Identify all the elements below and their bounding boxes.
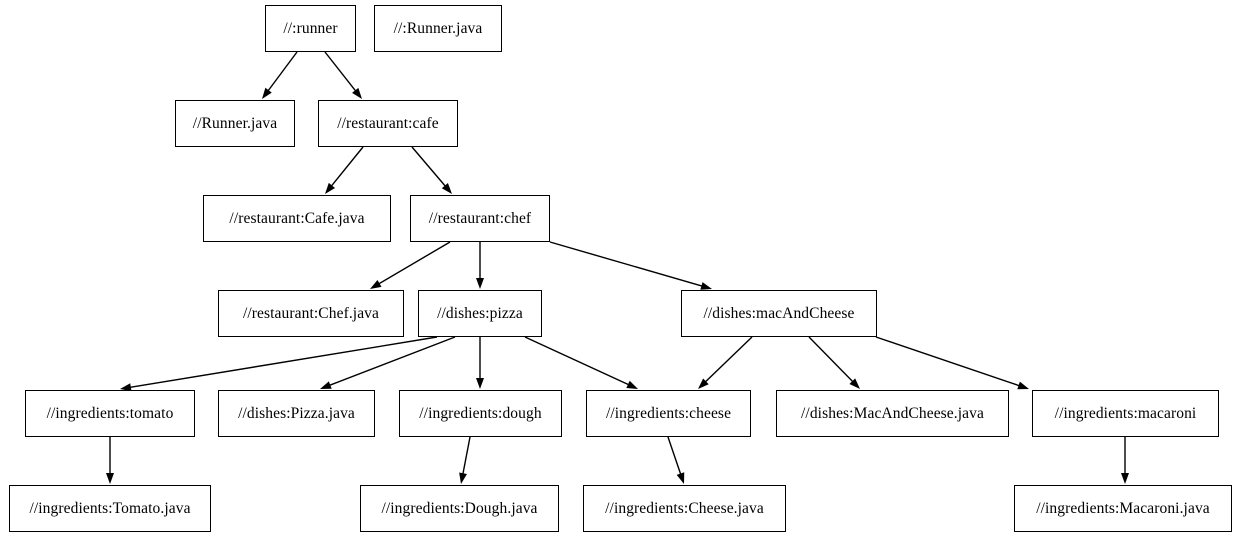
graph-edge-arrowhead: cafe -> cafe_java <box>325 182 336 194</box>
graph-edge-arrowhead: runner -> cafe <box>352 87 362 99</box>
graph-edge-arrowhead: chef -> pizza <box>476 278 484 289</box>
graph-node-label: //ingredients:dough <box>419 404 542 422</box>
graph-node-label: //dishes:Pizza.java <box>238 404 355 422</box>
graph-node-label: //ingredients:Dough.java <box>381 499 538 517</box>
graph-edge-arrowhead: pizza -> cheese <box>626 380 638 389</box>
graph-node-chef[interactable]: //restaurant:chef <box>410 195 550 242</box>
graph-node-runner_java_root[interactable]: //:Runner.java <box>374 5 502 52</box>
graph-node-label: //ingredients:Tomato.java <box>29 499 191 517</box>
graph-edge-arrowhead: macaroni -> macaroni_java <box>1121 473 1129 484</box>
graph-edge-line <box>667 436 682 476</box>
graph-node-label: //Runner.java <box>192 114 278 132</box>
graph-edge-line <box>808 336 854 383</box>
graph-node-label: //ingredients:Cheese.java <box>605 499 764 517</box>
graph-node-cheese[interactable]: //ingredients:cheese <box>586 390 751 437</box>
graph-node-label: //:Runner.java <box>393 19 483 37</box>
graph-edge-arrowhead: pizza -> pizza_java <box>320 381 332 389</box>
graph-edge-line <box>704 336 753 383</box>
graph-node-label: //ingredients:cheese <box>605 404 732 422</box>
graph-edge-line <box>377 241 451 285</box>
graph-edge-line <box>875 336 1021 387</box>
graph-edge-arrowhead: runner -> runner_java <box>262 87 272 99</box>
graph-node-label: //restaurant:Cafe.java <box>229 209 365 227</box>
graph-edge-arrowhead: chef -> chef_java <box>370 279 382 289</box>
graph-node-cafe[interactable]: //restaurant:cafe <box>318 100 458 147</box>
graph-node-pizza_java[interactable]: //dishes:Pizza.java <box>218 390 375 437</box>
graph-edge-arrowhead: mac_and_cheese -> cheese <box>698 378 709 389</box>
graph-edge-line <box>267 51 298 92</box>
graph-edge-arrowhead: mac_and_cheese -> macaroni <box>1017 381 1029 390</box>
graph-node-mac_cheese_java[interactable]: //dishes:MacAndCheese.java <box>776 390 1009 437</box>
graph-node-label: //ingredients:Macaroni.java <box>1036 499 1210 517</box>
graph-node-label: //restaurant:chef <box>428 209 532 227</box>
graph-edge-line <box>330 146 364 188</box>
graph-node-dough[interactable]: //ingredients:dough <box>399 390 562 437</box>
graph-node-runner[interactable]: //:runner <box>265 5 356 52</box>
graph-node-cafe_java[interactable]: //restaurant:Cafe.java <box>203 195 391 242</box>
graph-edge-arrowhead: cafe -> chef <box>441 183 452 194</box>
graph-node-label: //dishes:pizza <box>437 304 523 322</box>
graph-edge-line <box>328 336 456 387</box>
graph-node-dough_java[interactable]: //ingredients:Dough.java <box>360 485 559 532</box>
graph-edge-line <box>324 51 357 92</box>
graph-node-chef_java[interactable]: //restaurant:Chef.java <box>218 290 404 337</box>
graph-node-macaroni[interactable]: //ingredients:macaroni <box>1032 390 1219 437</box>
graph-edge-line <box>524 336 630 386</box>
graph-edge-line <box>462 436 471 475</box>
graph-node-macaroni_java[interactable]: //ingredients:Macaroni.java <box>1014 485 1232 532</box>
graph-node-label: //dishes:MacAndCheese.java <box>801 404 984 422</box>
graph-node-label: //dishes:macAndCheese <box>703 304 855 322</box>
graph-edge-arrowhead: mac_and_cheese -> mac_cheese_java <box>849 378 860 389</box>
graph-node-label: //:runner <box>283 19 338 37</box>
graph-node-label: //restaurant:Chef.java <box>242 304 380 322</box>
graph-node-mac_and_cheese[interactable]: //dishes:macAndCheese <box>681 290 877 337</box>
graph-edge-arrowhead: dough -> dough_java <box>459 472 467 484</box>
graph-edge-arrowhead: tomato -> tomato_java <box>106 473 114 484</box>
graph-node-tomato[interactable]: //ingredients:tomato <box>25 390 195 437</box>
graph-edge-arrowhead: cheese -> cheese_java <box>676 472 685 484</box>
graph-node-label: //ingredients:tomato <box>46 404 174 422</box>
graph-node-label: //ingredients:macaroni <box>1054 404 1197 422</box>
graph-node-pizza[interactable]: //dishes:pizza <box>418 290 542 337</box>
graph-edge-line <box>549 241 704 288</box>
graph-node-cheese_java[interactable]: //ingredients:Cheese.java <box>583 485 786 532</box>
graph-edge-line <box>129 336 438 389</box>
graph-node-runner_java[interactable]: //Runner.java <box>175 100 295 147</box>
graph-edge-arrowhead: chef -> mac_and_cheese <box>700 282 712 290</box>
graph-edge-line <box>411 146 447 188</box>
graph-node-tomato_java[interactable]: //ingredients:Tomato.java <box>9 485 211 532</box>
graph-node-label: //restaurant:cafe <box>337 114 439 132</box>
graph-edge-arrowhead: pizza -> dough <box>476 378 484 389</box>
